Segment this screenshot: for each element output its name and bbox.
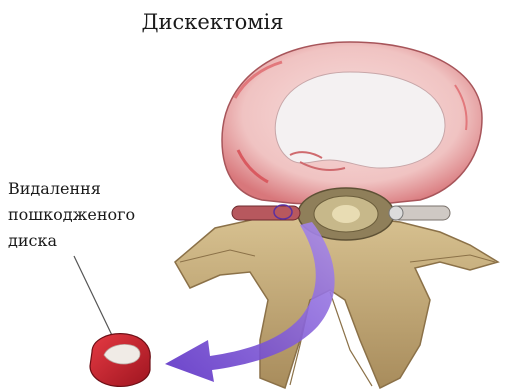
removed-disc-fragment xyxy=(90,334,150,387)
intervertebral-disc xyxy=(222,42,482,204)
